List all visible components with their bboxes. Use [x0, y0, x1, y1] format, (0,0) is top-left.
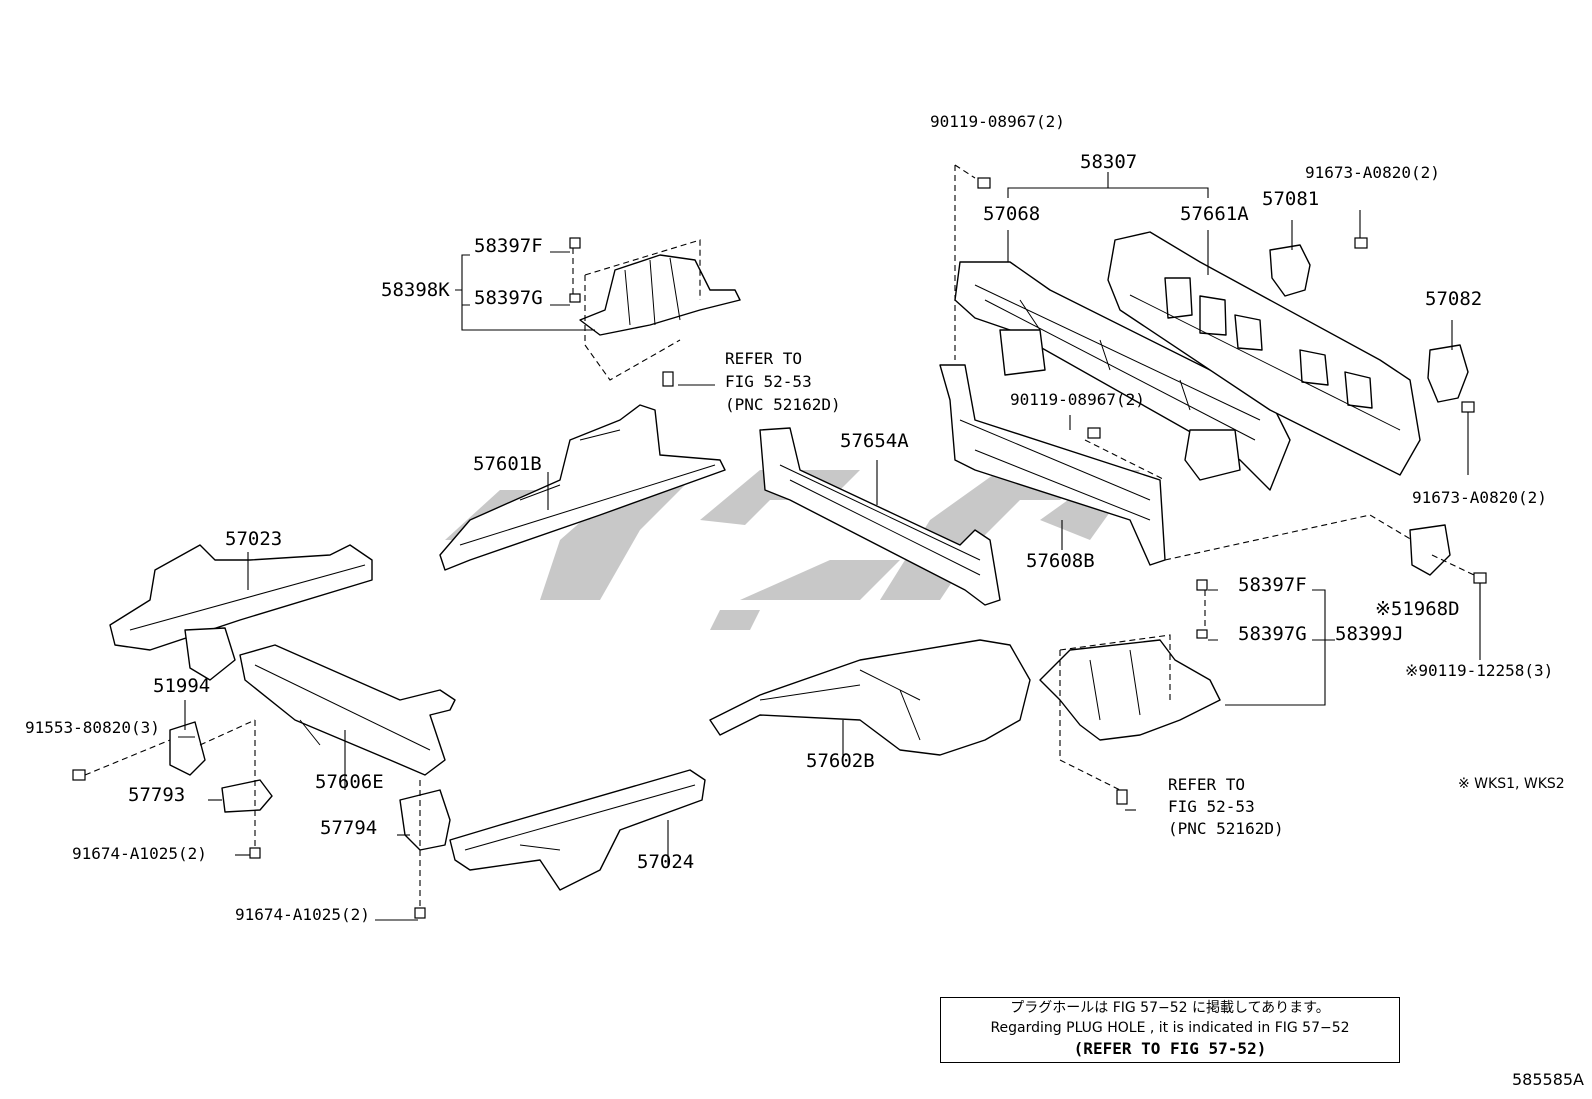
label-refer-bottom-3: (PNC 52162D): [1168, 819, 1284, 838]
plug-hole-note: プラグホールは FIG 57−52 に掲載してあります。 Regarding P…: [940, 997, 1400, 1063]
bolt-91674-left: [249, 847, 261, 859]
part-57082-bracket: [1427, 344, 1469, 403]
note-line-japanese: プラグホールは FIG 57−52 に掲載してあります。: [1010, 1000, 1330, 1016]
part-labels: 90119-08967(2) 58307 57068 57661A 57081 …: [25, 112, 1553, 924]
clip-58397F-right: [1196, 579, 1208, 591]
label-58307: 58307: [1080, 151, 1137, 173]
label-refer-top-2: FIG 52-53: [725, 372, 812, 391]
bolt-90119-08967-top: [977, 177, 991, 189]
part-57794-bracket: [399, 789, 451, 851]
hardware-fasteners: [72, 177, 1487, 919]
clip-58397F-top: [569, 237, 581, 249]
part-57661A-cowl-top: [1107, 231, 1421, 476]
part-57654A-crossmember: [759, 427, 1001, 606]
label-57024: 57024: [637, 851, 694, 873]
bolt-90119-08967-mid: [1087, 427, 1101, 439]
label-57608B: 57608B: [1026, 550, 1095, 572]
clip-58397G-right: [1196, 629, 1208, 639]
label-57081: 57081: [1262, 188, 1319, 210]
label-57068: 57068: [983, 203, 1040, 225]
label-57023: 57023: [225, 528, 282, 550]
part-57068-cowl-panel: [954, 261, 1291, 491]
label-90119-12258: ※90119-12258(3): [1405, 661, 1553, 680]
label-57602B: 57602B: [806, 750, 875, 772]
clip-58397G-top: [569, 293, 581, 303]
label-refer-top-3: (PNC 52162D): [725, 395, 841, 414]
part-58399J-bracket: [1039, 639, 1221, 741]
label-57606E: 57606E: [315, 771, 384, 793]
label-58397G-right: 58397G: [1238, 623, 1307, 645]
label-57082: 57082: [1425, 288, 1482, 310]
wks-note: ※ WKS1, WKS2: [1458, 776, 1565, 792]
note-line-refer: (REFER TO FIG 57-52): [1073, 1039, 1267, 1058]
label-58397F-right: 58397F: [1238, 574, 1307, 596]
note-line-english: Regarding PLUG HOLE , it is indicated in…: [990, 1020, 1350, 1036]
label-91674-left: 91674-A1025(2): [72, 844, 207, 863]
bolt-91673-bottom: [1461, 401, 1475, 413]
bolt-91674-bottom: [414, 907, 426, 919]
label-90119-08967-mid: 90119-08967(2): [1010, 390, 1145, 409]
label-91673-top: 91673-A0820(2): [1305, 163, 1440, 182]
part-51994-bracket: [169, 721, 206, 776]
label-57601B: 57601B: [473, 453, 542, 475]
part-57606E-side-member: [239, 644, 456, 776]
label-58397G-top: 58397G: [474, 287, 543, 309]
label-91674-bottom: 91674-A1025(2): [235, 905, 370, 924]
part-57081-bracket: [1269, 244, 1311, 297]
dashed-lines: [84, 164, 1475, 908]
label-58399J: 58399J: [1335, 623, 1404, 645]
bolt-90119-12258: [1473, 572, 1487, 584]
part-57793-bracket: [221, 779, 273, 813]
part-57024-frame-rail: [449, 769, 706, 891]
part-57602B-side-member: [709, 639, 1031, 756]
label-51994: 51994: [153, 675, 210, 697]
label-90119-08967-top: 90119-08967(2): [930, 112, 1065, 131]
leader-lines: [178, 172, 1481, 921]
label-57654A: 57654A: [840, 430, 909, 452]
label-57794: 57794: [320, 817, 377, 839]
label-58397F-top: 58397F: [474, 235, 543, 257]
label-91553: 91553-80820(3): [25, 718, 160, 737]
bolt-91553: [72, 769, 86, 781]
label-91673-bottom: 91673-A0820(2): [1412, 488, 1547, 507]
clip-refer-top: [662, 371, 674, 387]
label-refer-bottom-1: REFER TO: [1168, 775, 1245, 794]
label-51968D: ※51968D: [1375, 598, 1460, 620]
label-58398K: 58398K: [381, 279, 450, 301]
part-57023-frame-rail: [109, 544, 373, 681]
part-57608B-crossmember: [939, 364, 1166, 566]
label-57661A: 57661A: [1180, 203, 1249, 225]
clip-refer-bottom: [1116, 789, 1128, 805]
part-58398K-bracket: [579, 254, 741, 336]
label-refer-bottom-2: FIG 52-53: [1168, 797, 1255, 816]
part-57601B-side-member: [439, 404, 726, 571]
label-refer-top-1: REFER TO: [725, 349, 802, 368]
label-57793: 57793: [128, 784, 185, 806]
sheet-id: 585585A: [1511, 1070, 1584, 1089]
bolt-91673-top: [1354, 237, 1368, 249]
part-51968D-bracket: [1409, 524, 1451, 576]
